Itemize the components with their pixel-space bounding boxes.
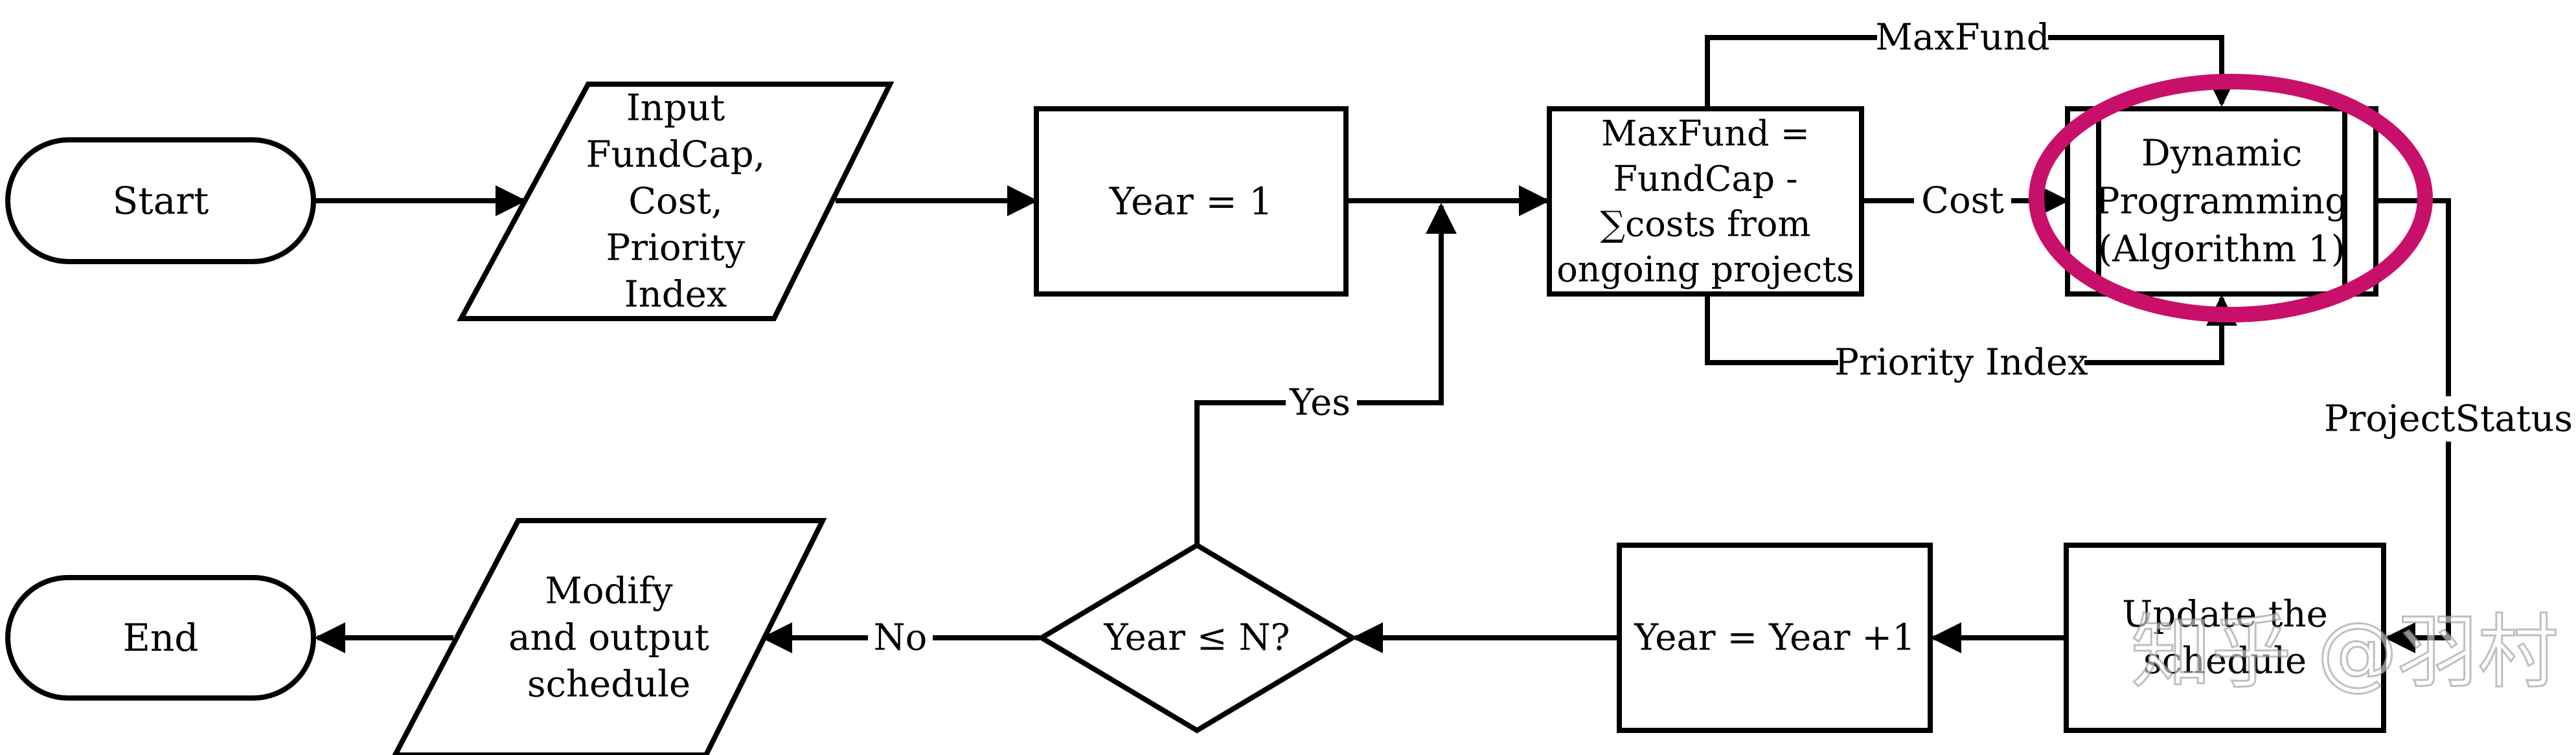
node-label-line: schedule (2143, 640, 2307, 682)
node-label-line: MaxFund = (1601, 113, 1810, 154)
edge-label-yes: Yes (1289, 382, 1351, 424)
node-label-line: Input (626, 87, 725, 130)
node-label-line: schedule (527, 664, 690, 706)
edge-label-no: No (874, 617, 928, 659)
edge-label-project-status: ProjectStatus (2324, 398, 2573, 440)
node-label-line: Index (624, 274, 727, 316)
end-node: End (5, 575, 316, 701)
node-label-line: FundCap, (586, 134, 766, 176)
edge-label-maxfund: MaxFund (1875, 17, 2049, 59)
year-init-node: Year = 1 (1034, 106, 1349, 297)
node-label-line: Dynamic (2141, 133, 2302, 175)
edge-labels: MaxFund Cost Priority Index ProjectStatu… (868, 14, 2573, 660)
node-label-line: Update the (2122, 594, 2327, 636)
end-label: End (123, 616, 199, 660)
node-label-line: Year = 1 (1109, 179, 1273, 223)
start-node: Start (5, 137, 316, 264)
watermark: 知乎 @羽村 (2131, 606, 2558, 699)
node-label-line: Cost, (628, 181, 723, 223)
node-label-line: (Algorithm 1) (2098, 229, 2345, 271)
year-inc-node: Year = Year +1 (1617, 543, 1933, 733)
node-label-line: Start (113, 179, 209, 223)
decision-label: Year ≤ N? (1104, 617, 1290, 659)
decision-node: Year ≤ N? (1036, 542, 1358, 734)
node-label-line: ∑costs from (1600, 204, 1810, 245)
node-label-line: Year ≤ N? (1104, 617, 1290, 659)
node-label-line: ongoing projects (1556, 249, 1854, 290)
node-label-line: Priority (606, 227, 746, 269)
year-inc-label: Year = Year +1 (1634, 617, 1915, 659)
highlight-circle (2029, 74, 2433, 322)
edge-label-cost: Cost (1921, 180, 2004, 222)
node-label-line: End (123, 616, 199, 660)
node-label-line: Year = Year +1 (1634, 617, 1915, 659)
node-label-line: and output (508, 617, 709, 659)
start-label: Start (113, 179, 209, 223)
node-label-line: FundCap - (1613, 159, 1797, 199)
node-label-line: Modify (545, 570, 673, 613)
edge-label-priority-index: Priority Index (1834, 342, 2088, 384)
year-init-label: Year = 1 (1109, 179, 1273, 223)
node-label-line: Programming (2095, 181, 2348, 223)
